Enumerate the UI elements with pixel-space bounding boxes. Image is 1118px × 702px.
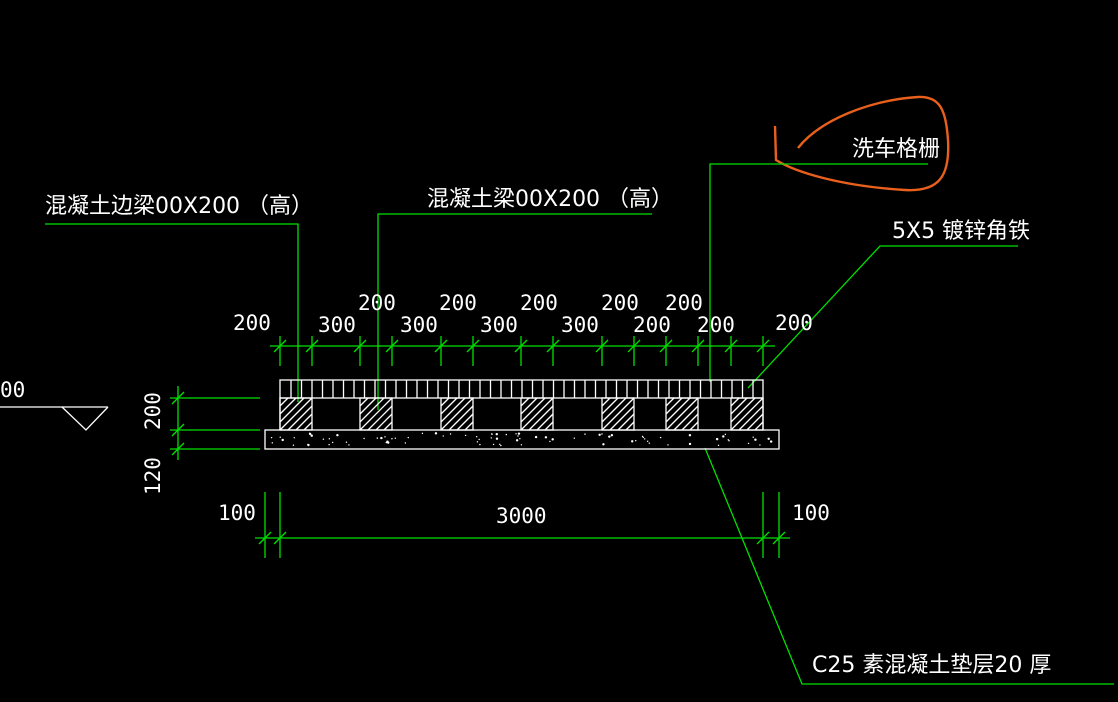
left-edge-value: 00 xyxy=(0,378,25,402)
grating-slab xyxy=(279,379,764,399)
bottom-dimension-line xyxy=(255,492,790,558)
edge-beam-label: 混凝土边梁00X200 （高） xyxy=(45,194,313,219)
angle-steel-label: 5X5 镀锌角铁 xyxy=(892,219,1030,244)
beam-0 xyxy=(279,397,313,431)
dim-bottom-left: 100 xyxy=(218,501,256,525)
beam-2 xyxy=(440,397,474,431)
dim-top-3: 300 xyxy=(400,313,438,337)
top-dimension-line xyxy=(270,336,775,366)
beam-6 xyxy=(730,397,764,431)
grating-label: 洗车格栅 xyxy=(852,137,940,162)
dim-top-12: 200 xyxy=(775,311,813,335)
dim-left-120: 120 xyxy=(141,457,165,495)
ground-level-marker xyxy=(0,406,109,431)
left-dimension-line xyxy=(170,386,260,460)
beam-1 xyxy=(359,397,393,431)
dim-top-7: 300 xyxy=(561,313,599,337)
cushion-layer xyxy=(264,429,780,450)
beam-4 xyxy=(601,397,635,431)
beam-label: 混凝土梁00X200 （高） xyxy=(427,187,673,212)
dim-left-200: 200 xyxy=(141,392,165,430)
dim-top-9: 200 xyxy=(633,313,671,337)
concrete-beams xyxy=(279,397,764,431)
leader-lines xyxy=(45,163,1114,685)
dim-top-1: 300 xyxy=(318,313,356,337)
beam-3 xyxy=(520,397,554,431)
cushion-speckle xyxy=(270,432,773,447)
dim-top-5: 300 xyxy=(480,313,518,337)
dim-top-0: 200 xyxy=(233,311,271,335)
dim-bottom-right: 100 xyxy=(792,501,830,525)
dim-top-11: 200 xyxy=(697,313,735,337)
dim-top-8: 200 xyxy=(601,291,639,315)
dim-top-2: 200 xyxy=(358,291,396,315)
dim-bottom-total: 3000 xyxy=(496,504,547,528)
dim-top-4: 200 xyxy=(439,291,477,315)
beam-5 xyxy=(665,397,699,431)
cushion-label: C25 素混凝土垫层20 厚 xyxy=(812,653,1051,678)
annotation-circle xyxy=(773,95,950,192)
dim-top-6: 200 xyxy=(520,291,558,315)
dim-top-10: 200 xyxy=(665,291,703,315)
